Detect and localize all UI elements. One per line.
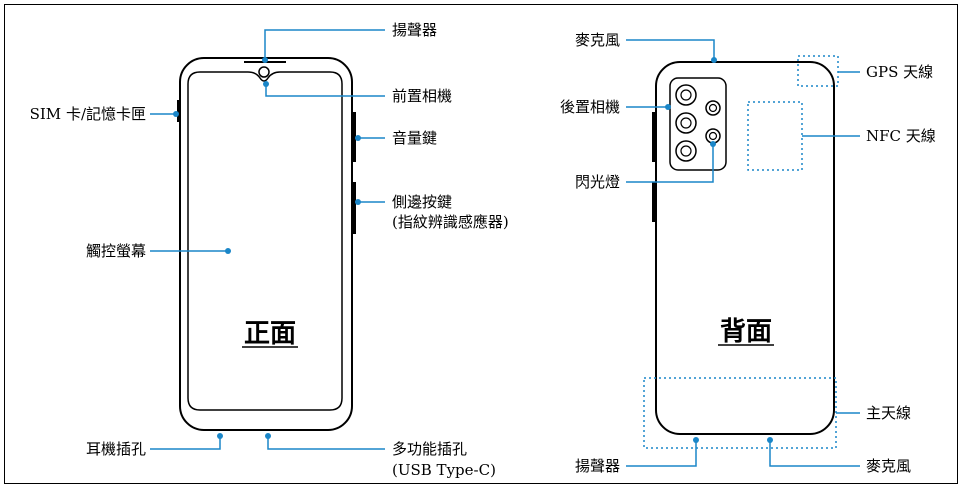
label-multipurpose-jack-note: (USB Type-C) <box>392 461 496 479</box>
label-nfc-antenna: NFC 天線 <box>866 127 936 145</box>
label-volume-key: 音量鍵 <box>392 129 437 147</box>
back-side-key <box>652 182 656 222</box>
nfc-antenna-zone <box>747 101 803 171</box>
label-sim-tray: SIM 卡/記憶卡匣 <box>30 105 146 123</box>
front-leader-lines <box>150 29 385 450</box>
back-volume-key <box>652 112 656 162</box>
flash-icon <box>705 128 721 144</box>
camera-module <box>669 77 727 171</box>
back-leader-dots <box>665 57 773 443</box>
antenna-zones <box>643 55 839 449</box>
front-camera-icon <box>258 66 270 78</box>
rear-camera-lenses <box>675 84 721 162</box>
label-side-key-note: (指紋辨識感應器) <box>392 213 509 231</box>
back-view-title: 背面 <box>720 317 772 347</box>
label-front-camera: 前置相機 <box>392 87 452 105</box>
label-main-antenna: 主天線 <box>866 404 911 422</box>
volume-key <box>352 112 356 162</box>
label-side-key: 側邊按鍵 <box>392 193 452 211</box>
label-mic-bottom: 麥克風 <box>866 457 911 475</box>
label-rear-camera: 後置相機 <box>560 98 620 116</box>
diagram-border <box>4 4 958 484</box>
gps-antenna-zone <box>797 55 839 87</box>
back-phone <box>652 61 835 435</box>
main-antenna-zone <box>643 377 837 449</box>
front-leader-dots <box>173 57 361 439</box>
label-earphone-jack: 耳機插孔 <box>86 440 146 458</box>
back-leader-lines <box>626 39 860 467</box>
sim-tray <box>177 100 180 122</box>
label-speaker-top: 揚聲器 <box>392 21 437 39</box>
front-phone <box>177 57 356 431</box>
side-key <box>352 182 356 234</box>
label-mic-top: 麥克風 <box>575 31 620 49</box>
label-gps-antenna: GPS 天線 <box>866 63 933 81</box>
front-screen <box>187 71 343 411</box>
front-view-title: 正面 <box>244 319 296 349</box>
label-flash: 閃光燈 <box>575 173 620 191</box>
label-touchscreen: 觸控螢幕 <box>86 242 146 260</box>
label-multipurpose-jack: 多功能插孔 <box>392 440 467 458</box>
label-speaker-bottom: 揚聲器 <box>575 457 620 475</box>
